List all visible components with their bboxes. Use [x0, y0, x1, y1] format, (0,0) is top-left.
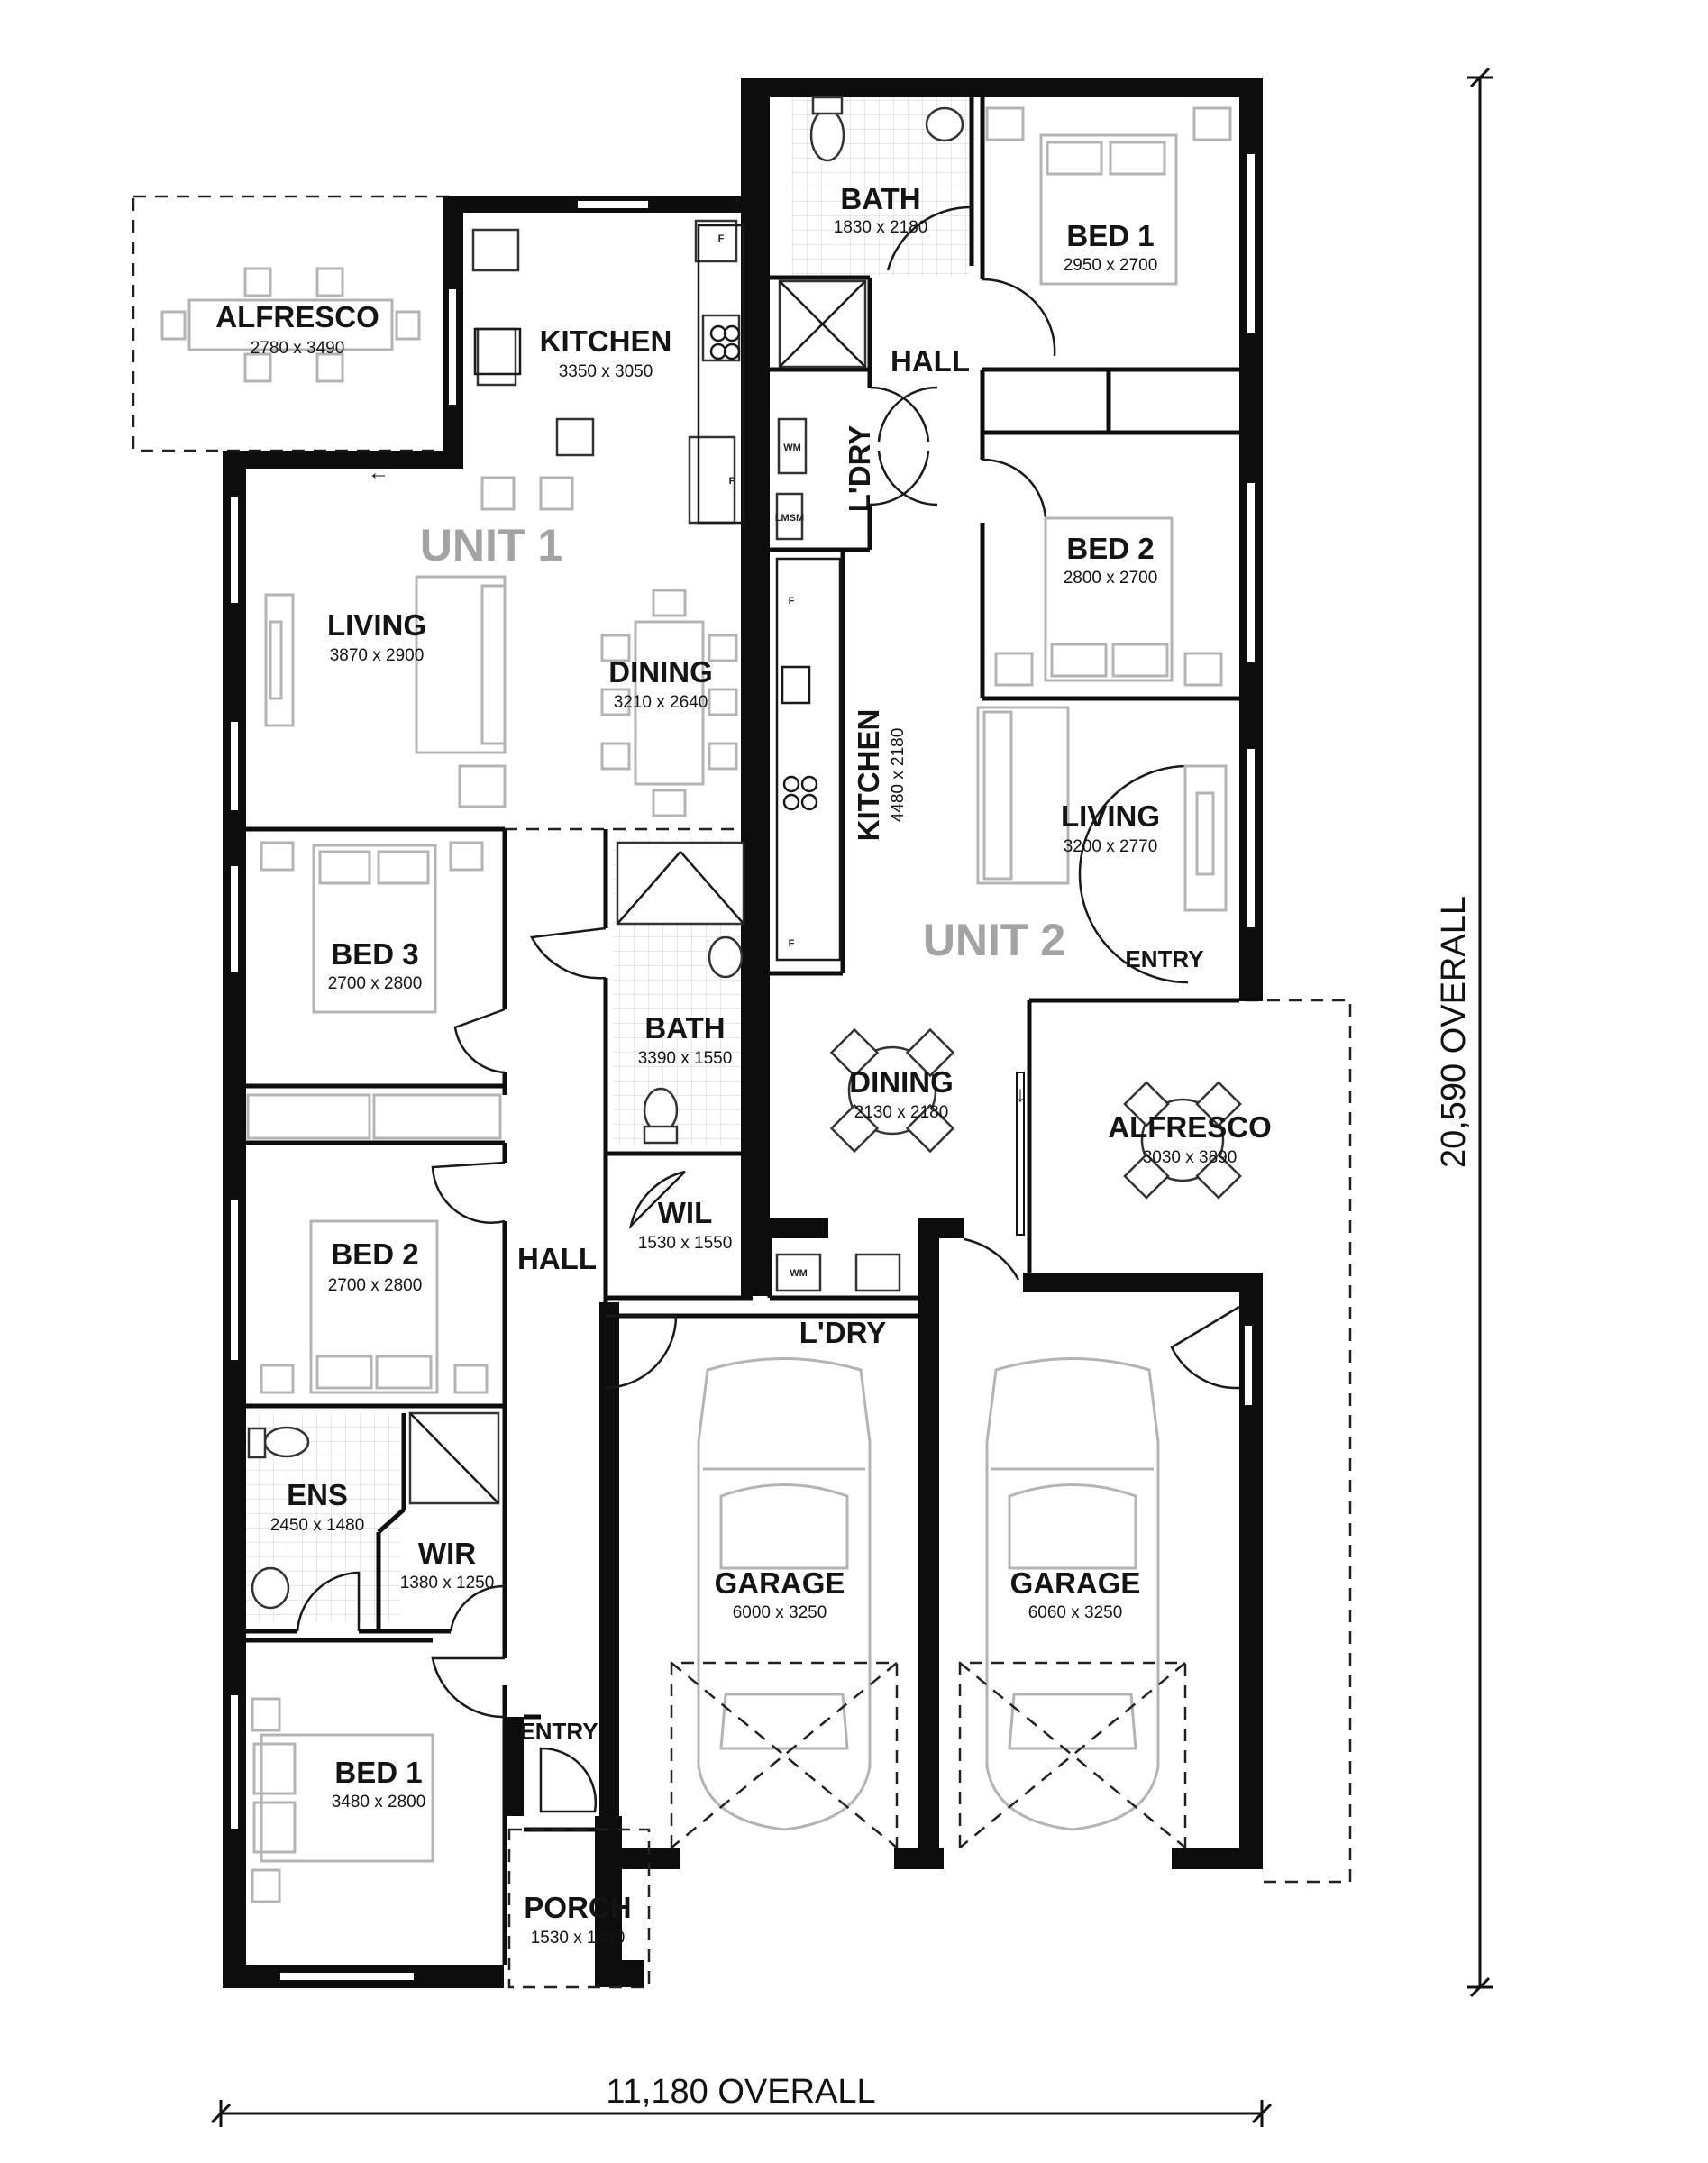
u2-garage-size: 6060 x 3250	[1028, 1603, 1123, 1622]
u1-laundry-name: L'DRY	[799, 1316, 886, 1349]
u1-kitchen-furniture	[471, 219, 741, 525]
u1-bed2-name: BED 2	[331, 1237, 418, 1271]
u2-kitchen-name: KITCHEN	[852, 709, 885, 842]
u1-fridge-label: F	[718, 233, 725, 244]
u1-laundry-fixtures: WM	[775, 1253, 901, 1292]
u1-wil-name: WIL	[658, 1196, 712, 1229]
u2-living-name: LIVING	[1061, 799, 1160, 833]
u2-fridge-label: F	[789, 596, 795, 607]
u2-bath-name: BATH	[840, 182, 920, 215]
u2-dining-size: 2130 x 2180	[854, 1103, 949, 1122]
u2-kitchen-bench	[775, 557, 842, 962]
u1-bed1	[251, 1697, 434, 1903]
u1-garage-name: GARAGE	[715, 1566, 845, 1600]
u2-living-furniture	[976, 706, 1228, 912]
u1-kitchen-size: 3350 x 3050	[559, 362, 653, 381]
u2-entry-name: ENTRY	[1125, 945, 1203, 972]
u1-ens-name: ENS	[287, 1478, 348, 1511]
u1-bath-name: BATH	[644, 1011, 725, 1045]
unit-1-label: UNIT 1	[420, 520, 562, 570]
windows	[229, 152, 1256, 1982]
u2-bed2-name: BED 2	[1066, 532, 1154, 565]
overall-depth-label: 20,590 OVERALL	[1435, 896, 1473, 1168]
u1-fridge-label-2: F	[729, 476, 735, 487]
porch-post	[622, 1960, 644, 1987]
u1-porch-size: 1530 x 1480	[531, 1929, 626, 1948]
garage-door-markers	[670, 1661, 1187, 1848]
porch-outline	[507, 1828, 651, 1989]
u1-bed3-size: 2700 x 2800	[328, 974, 423, 993]
u1-wm-label: WM	[790, 1268, 808, 1279]
u1-ens-size: 2450 x 1480	[270, 1516, 365, 1535]
u2-kitchen-size: 4480 x 2180	[889, 728, 908, 823]
u1-garage-size: 6000 x 3250	[733, 1603, 827, 1622]
u2-bed2	[994, 516, 1223, 687]
u2-bed1-name: BED 1	[1066, 219, 1154, 252]
u1-ens-fixtures	[247, 1411, 500, 1610]
u2-hall-name: HALL	[891, 344, 970, 378]
u2-alfresco-size: 3030 x 3890	[1143, 1148, 1238, 1167]
u2-garage-car	[985, 1357, 1160, 1831]
u1-entry-name: ENTRY	[519, 1718, 598, 1745]
u1-dining-size: 3210 x 2640	[614, 693, 708, 712]
u1-bed2	[246, 1093, 502, 1394]
room-labels: ALFRESCO 2780 x 3490 KITCHEN 3350 x 3050…	[215, 182, 1272, 1948]
u2-bed1	[985, 106, 1232, 286]
fridge-labels: F F F F	[718, 233, 795, 949]
u2-laundry-name: L'DRY	[843, 425, 876, 512]
u1-porch-name: PORCH	[524, 1891, 631, 1924]
u1-dining-name: DINING	[608, 655, 713, 689]
u1-kitchen-name: KITCHEN	[540, 324, 672, 358]
u1-living-name: LIVING	[327, 608, 426, 642]
u2-bed2-size: 2800 x 2700	[1064, 569, 1158, 588]
u1-bed3-name: BED 3	[331, 937, 418, 971]
u1-dining-table	[600, 589, 738, 817]
u1-bed1-size: 3480 x 2800	[332, 1793, 426, 1812]
exterior-walls	[223, 78, 1263, 1988]
u2-laundry-fixtures: WM LMSM	[775, 417, 808, 541]
u1-alfresco-name: ALFRESCO	[215, 300, 379, 333]
unit-2-label: UNIT 2	[923, 915, 1065, 965]
u2-living-size: 3200 x 2770	[1064, 837, 1158, 856]
u1-wir-size: 1380 x 1250	[400, 1574, 495, 1593]
u1-wil-size: 1530 x 1550	[638, 1234, 733, 1253]
u2-bath-fixtures	[778, 96, 964, 369]
depth-dimension: 20,590 OVERALL	[1435, 67, 1493, 1998]
u1-hall-name: HALL	[517, 1242, 597, 1275]
u2-bath-size: 1830 x 2180	[834, 218, 928, 237]
u1-bath-fixtures	[616, 841, 745, 1145]
u1-wir-name: WIR	[418, 1537, 476, 1570]
u2-lmsm-label: LMSM	[775, 513, 804, 524]
u1-alfresco-table	[160, 267, 421, 383]
u2-door-arrow: ↓	[1015, 1082, 1026, 1107]
u1-bed2-size: 2700 x 2800	[328, 1276, 423, 1295]
u1-bed1-name: BED 1	[334, 1756, 422, 1789]
u1-bed3	[260, 841, 484, 1014]
u2-alfresco-table	[1123, 1081, 1242, 1200]
u1-living-size: 3870 x 2900	[330, 646, 425, 665]
u1-garage-car	[697, 1357, 872, 1831]
doors	[296, 205, 1240, 1813]
u1-living-furniture	[264, 575, 507, 808]
u2-wm-label: WM	[783, 443, 801, 453]
u2-dining-table	[829, 1027, 955, 1154]
u2-bed1-size: 2950 x 2700	[1064, 256, 1158, 275]
u2-fridge-label-2: F	[789, 938, 795, 949]
u2-dining-name: DINING	[849, 1065, 954, 1099]
u1-bath-size: 3390 x 1550	[638, 1049, 733, 1068]
u1-kitchen-bench	[473, 224, 745, 525]
u1-alfresco-size: 2780 x 3490	[251, 339, 345, 358]
u2-alfresco-name: ALFRESCO	[1108, 1110, 1272, 1144]
u1-door-arrow: ←	[368, 461, 389, 485]
overall-width-label: 11,180 OVERALL	[606, 2073, 875, 2111]
u2-garage-name: GARAGE	[1010, 1566, 1141, 1600]
width-dimension: 11,180 OVERALL	[210, 2073, 1273, 2127]
